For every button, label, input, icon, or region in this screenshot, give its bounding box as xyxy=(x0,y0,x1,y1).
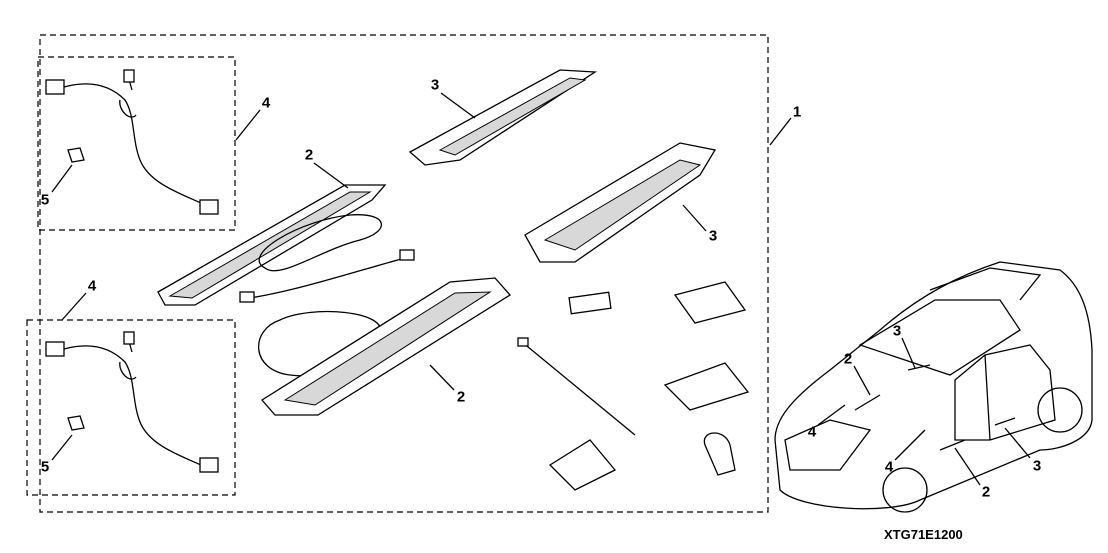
callout-1: 1 xyxy=(792,103,802,121)
grommet xyxy=(703,432,736,476)
callout-2: 2 xyxy=(456,388,466,406)
callout-4: 4 xyxy=(261,94,271,112)
diagram-code: XTG71E1200 xyxy=(884,527,963,542)
clip-upper xyxy=(67,147,85,163)
callout-2: 2 xyxy=(843,350,853,368)
callout-3: 3 xyxy=(1032,457,1042,475)
callout-3: 3 xyxy=(708,227,718,245)
callout-4: 4 xyxy=(87,277,97,295)
led-wire-loop xyxy=(258,214,382,272)
vehicle-illustration xyxy=(774,261,1093,513)
harness-box-lower xyxy=(26,319,236,496)
callout-5: 5 xyxy=(40,191,50,209)
callout-5: 5 xyxy=(40,458,50,476)
harness-box-upper xyxy=(37,56,236,231)
clip-lower xyxy=(67,415,85,431)
leader-lines xyxy=(51,92,1031,486)
callout-3: 3 xyxy=(892,322,902,340)
callout-4: 4 xyxy=(884,458,894,476)
kit-boundary xyxy=(39,34,769,513)
pad-2 xyxy=(663,362,750,411)
pad-1 xyxy=(673,281,747,324)
callout-2: 2 xyxy=(981,483,991,501)
wire-harness-upper xyxy=(45,69,219,215)
tape-strip xyxy=(568,291,612,315)
callout-2: 2 xyxy=(304,146,314,164)
wire-harness-lower xyxy=(45,331,219,473)
cable-tie xyxy=(521,341,636,436)
pad-3 xyxy=(548,439,617,491)
callout-4: 4 xyxy=(807,423,817,441)
callout-3: 3 xyxy=(430,76,440,94)
